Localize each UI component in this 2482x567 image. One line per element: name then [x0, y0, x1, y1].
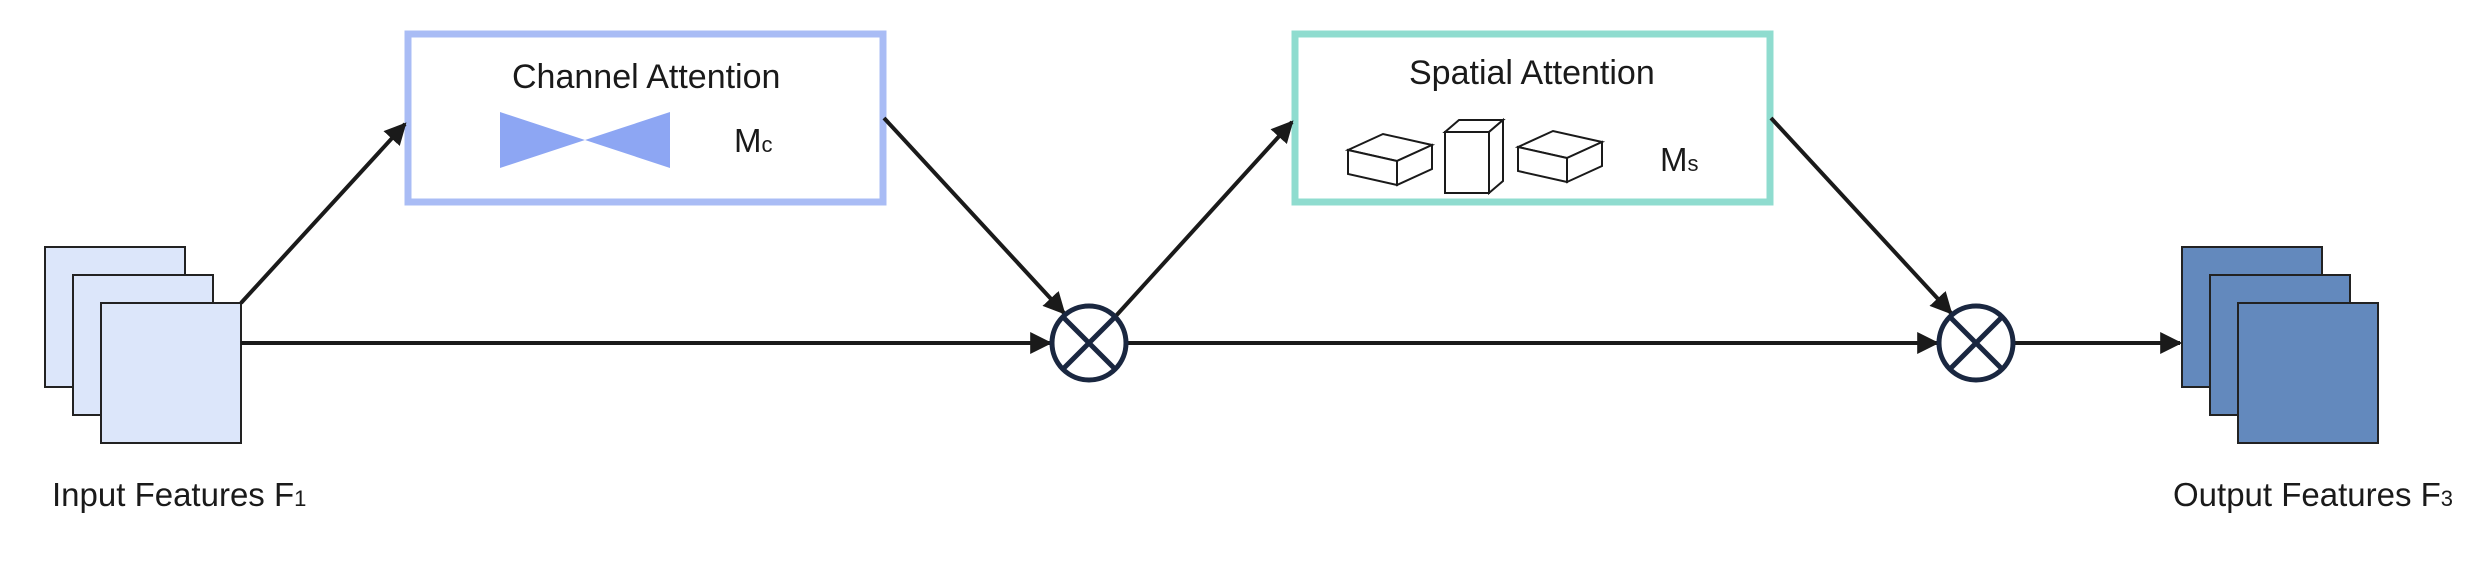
output-feature-stack — [2181, 246, 2379, 444]
label-text: Output Features F — [2173, 476, 2441, 513]
arrow-multiply-1-to-spatial — [1112, 120, 1294, 320]
tall-cuboid-icon — [1442, 117, 1506, 196]
spatial-attention-box — [1291, 30, 1774, 206]
map-symbol: M — [1660, 141, 1688, 178]
label-text: Input Features F — [52, 476, 295, 513]
label-subscript: 1 — [294, 486, 307, 511]
bowtie-icon — [500, 112, 670, 168]
label-subscript: 3 — [2440, 486, 2454, 511]
arrow-input-to-channel — [239, 122, 407, 305]
map-subscript: c — [761, 132, 773, 157]
channel-attention-map-label: Mc — [734, 122, 773, 160]
output-features-label: Output Features F3 — [2173, 476, 2453, 514]
input-feature-stack — [44, 246, 242, 444]
multiply-operator-icon — [1936, 303, 2016, 383]
arrow-channel-to-multiply-1 — [882, 116, 1066, 315]
flat-cuboid-icon — [1514, 129, 1606, 184]
map-symbol: M — [734, 122, 762, 159]
connectors — [239, 116, 2183, 354]
multiply-operator-icon — [1049, 303, 1129, 383]
spatial-attention-map-label: Ms — [1660, 141, 1699, 179]
map-subscript: s — [1687, 151, 1699, 176]
flat-cuboid-icon — [1344, 132, 1436, 187]
channel-attention-box — [404, 30, 887, 206]
input-features-label: Input Features F1 — [52, 476, 306, 514]
channel-attention-title: Channel Attention — [512, 58, 781, 96]
spatial-attention-title: Spatial Attention — [1409, 54, 1655, 92]
arrow-spatial-to-multiply-2 — [1769, 116, 1953, 315]
